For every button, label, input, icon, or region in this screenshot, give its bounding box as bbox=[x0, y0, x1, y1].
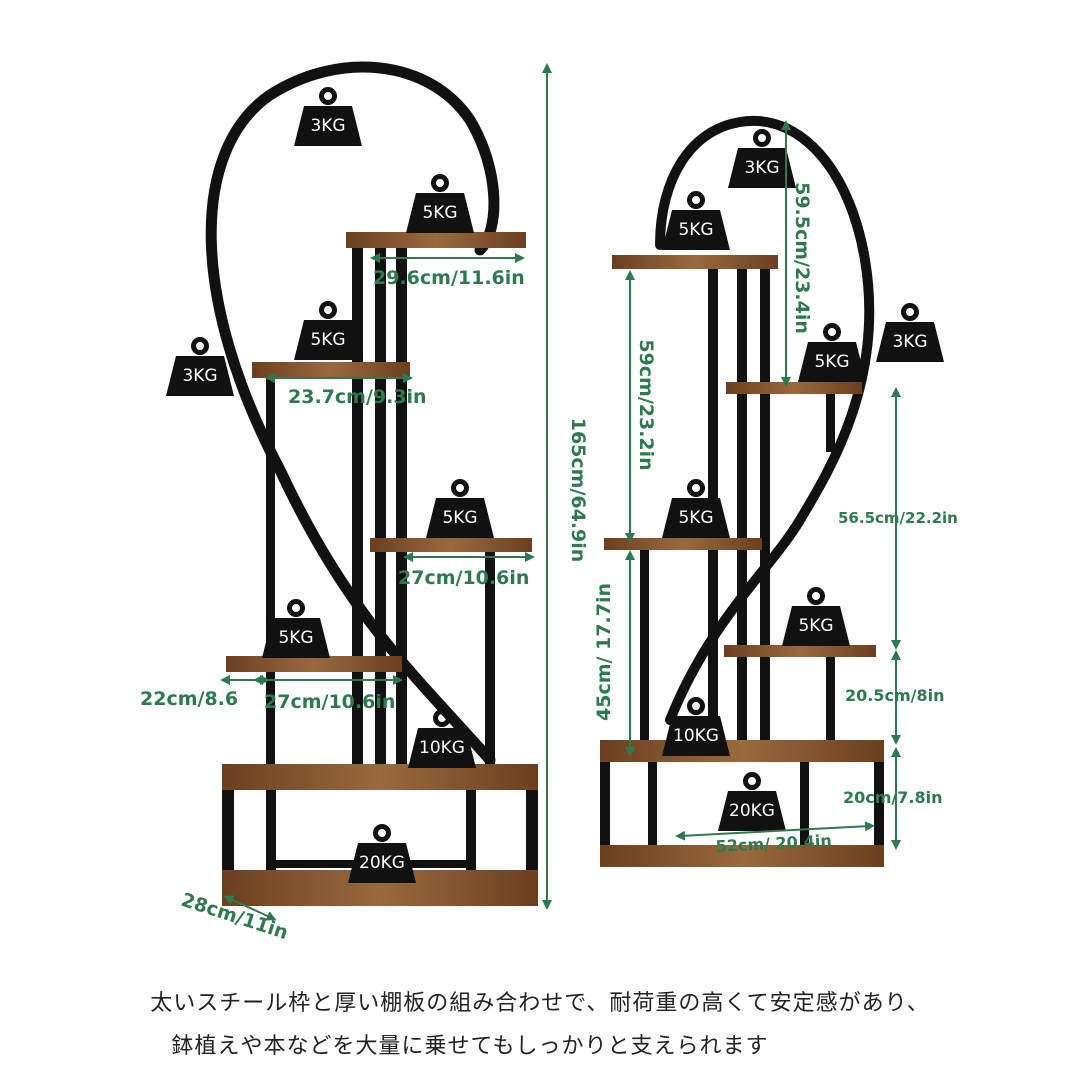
weight-label: 5KG bbox=[798, 616, 833, 636]
left-base-frame bbox=[222, 790, 234, 870]
weight-icon: 5KG bbox=[662, 191, 730, 250]
weight-label: 3KG bbox=[892, 332, 927, 352]
left-post bbox=[396, 240, 407, 775]
weight-icon: 5KG bbox=[782, 587, 850, 646]
weight-icon: 5KG bbox=[662, 479, 730, 538]
left-dimensions: 165cm/64.9in 29.6cm/11.6in 23.7cm/9.3in … bbox=[140, 63, 589, 944]
weight-icon: 10KG bbox=[662, 697, 730, 756]
left-shelf-board bbox=[226, 656, 402, 672]
dimension-label: 20cm/7.8in bbox=[843, 788, 942, 807]
dimension-label: 59.5cm/23.4in bbox=[791, 182, 813, 334]
weight-icon: 10KG bbox=[408, 709, 476, 768]
right-shelf-board bbox=[612, 255, 778, 269]
left-shelf-board bbox=[346, 232, 526, 248]
left-weights: 3KG 5KG 5KG 3KG 5KG 5KG 10KG 20KG bbox=[166, 87, 494, 883]
dimension-label: 20.5cm/8in bbox=[845, 686, 944, 705]
right-base-frame bbox=[600, 762, 610, 845]
left-shelf-board bbox=[252, 362, 410, 378]
left-base-frame bbox=[466, 790, 476, 870]
weight-label: 5KG bbox=[678, 508, 713, 528]
left-shelf-unit bbox=[205, 61, 538, 906]
weight-label: 10KG bbox=[419, 738, 465, 758]
dimension-arrow bbox=[675, 821, 875, 841]
weight-label: 10KG bbox=[673, 726, 719, 746]
right-shelf-board bbox=[604, 538, 762, 550]
right-base-bottom bbox=[600, 845, 884, 867]
weight-icon: 3KG bbox=[728, 129, 796, 188]
weight-label: 5KG bbox=[278, 628, 313, 648]
dimension-label: 27cm/10.6in bbox=[398, 567, 529, 589]
right-base-frame bbox=[874, 762, 884, 845]
left-base-top bbox=[222, 764, 538, 790]
right-base-frame bbox=[800, 762, 809, 845]
weight-label: 20KG bbox=[359, 853, 405, 873]
right-post bbox=[826, 652, 835, 752]
dimension-label: 56.5cm/22.2in bbox=[838, 509, 958, 527]
left-shelf-board bbox=[370, 538, 532, 552]
left-post bbox=[352, 245, 363, 775]
weight-icon: 3KG bbox=[166, 337, 234, 396]
weight-label: 5KG bbox=[310, 330, 345, 350]
weight-label: 3KG bbox=[744, 158, 779, 178]
weight-icon: 20KG bbox=[718, 772, 786, 831]
dimension-label: 165cm/64.9in bbox=[567, 418, 589, 563]
weight-icon: 5KG bbox=[262, 599, 330, 658]
right-dimensions: 59.5cm/23.4in 59cm/23.2in 56.5cm/22.2in … bbox=[593, 120, 958, 856]
left-post bbox=[266, 375, 275, 665]
weight-label: 3KG bbox=[310, 116, 345, 136]
dimension-label: 27cm/10.6in bbox=[264, 691, 395, 713]
right-post bbox=[640, 545, 649, 755]
weight-icon: 5KG bbox=[406, 174, 474, 233]
weight-icon: 3KG bbox=[876, 303, 944, 362]
caption-line-2: 鉢植えや本などを大量に乗せてもしっかりと支えられます bbox=[171, 1034, 769, 1059]
weight-icon: 3KG bbox=[294, 87, 362, 146]
right-weights: 3KG 5KG 3KG 5KG 5KG 5KG 10KG 20KG bbox=[662, 129, 944, 831]
weight-icon: 5KG bbox=[294, 301, 362, 360]
weight-label: 5KG bbox=[814, 352, 849, 372]
left-post bbox=[266, 665, 275, 770]
left-post bbox=[485, 545, 495, 770]
right-post bbox=[826, 392, 835, 452]
dimension-label: 22cm/8.6 bbox=[140, 688, 238, 710]
weight-label: 3KG bbox=[182, 366, 217, 386]
weight-icon: 20KG bbox=[348, 824, 416, 883]
dimension-label: 59cm/23.2in bbox=[635, 339, 657, 470]
left-arch-frame bbox=[205, 61, 500, 766]
caption-line-1: 太いスチール枠と厚い棚板の組み合わせで、耐荷重の高くて安定感があり、 bbox=[150, 991, 930, 1016]
weight-label: 20KG bbox=[729, 801, 775, 821]
right-shelf-unit bbox=[600, 115, 884, 867]
dimension-label: 23.7cm/9.3in bbox=[288, 386, 427, 408]
weight-label: 5KG bbox=[422, 203, 457, 223]
right-shelf-board bbox=[726, 382, 862, 394]
left-base-frame bbox=[526, 790, 538, 870]
right-shelf-board bbox=[724, 645, 876, 657]
right-post bbox=[760, 265, 770, 755]
dimension-arrow bbox=[223, 895, 277, 921]
weight-label: 5KG bbox=[442, 508, 477, 528]
dimension-label: 29.6cm/11.6in bbox=[373, 267, 525, 289]
left-base-frame bbox=[266, 790, 276, 870]
right-base-frame bbox=[648, 762, 657, 845]
dimension-label: 45cm/ 17.7in bbox=[593, 583, 615, 721]
weight-icon: 5KG bbox=[426, 479, 494, 538]
weight-icon: 5KG bbox=[798, 323, 866, 382]
right-base-top bbox=[600, 740, 884, 762]
left-post bbox=[375, 240, 386, 775]
weight-label: 5KG bbox=[678, 220, 713, 240]
right-post bbox=[737, 265, 747, 755]
